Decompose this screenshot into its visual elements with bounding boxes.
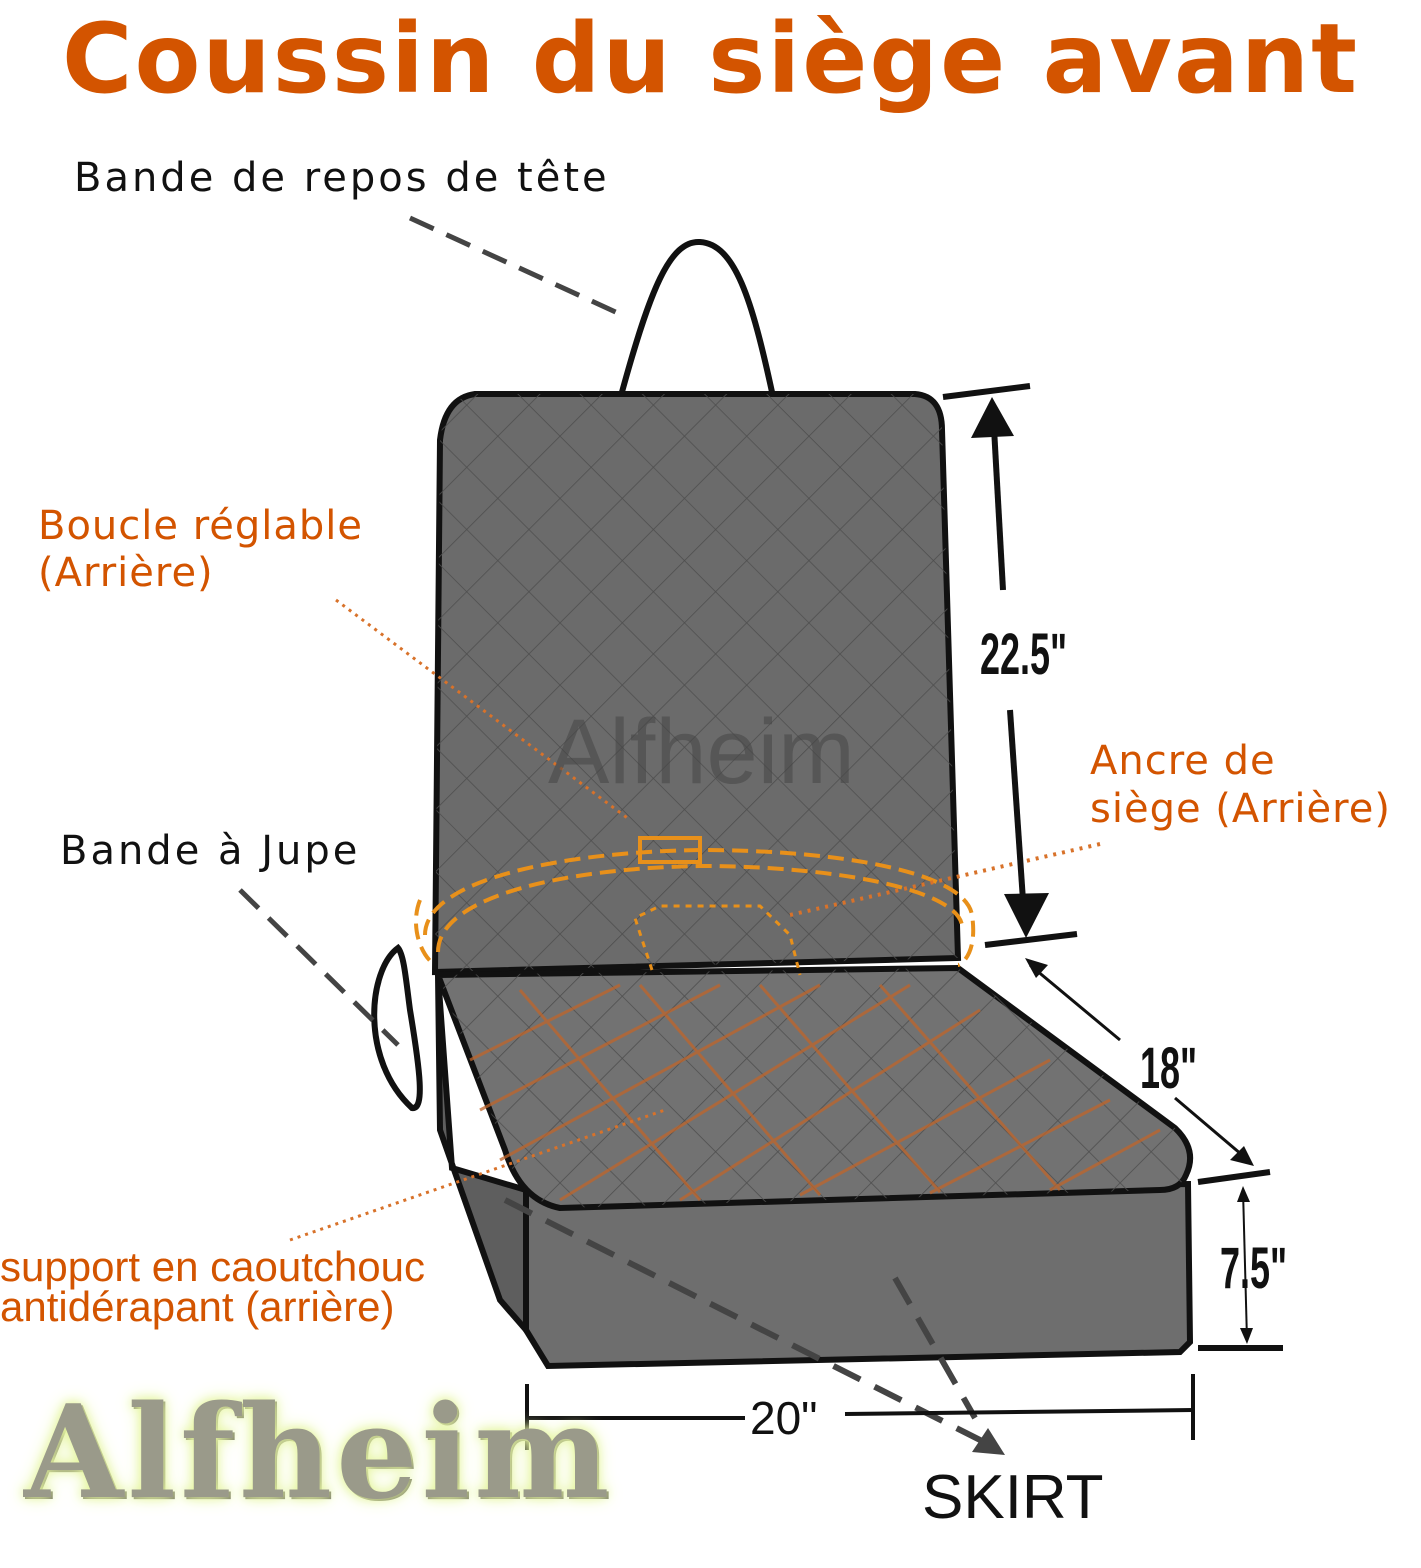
buckle-label-line2: (Arrière): [38, 550, 214, 596]
seat-depth-label: 18": [1140, 1036, 1198, 1101]
seat-anchor-strap: [633, 904, 802, 976]
skirt-height-label: 7.5": [1220, 1236, 1288, 1301]
adjustable-buckle-strap: [414, 847, 976, 967]
width-label: 20": [750, 1392, 818, 1444]
rubber-backing-label-line2: antidérapant (arrière): [0, 1283, 395, 1330]
width-dimension: [525, 1374, 1195, 1450]
seat-side-panel: [435, 974, 529, 1339]
headrest-strap-loop: [619, 238, 775, 393]
headrest-leader-line: [408, 215, 622, 317]
back-height-label: 22.5": [980, 622, 1068, 687]
skirt-strap-loop: [371, 943, 423, 1111]
back-height-dimension: [942, 383, 1078, 948]
buckle-label-line1: Boucle réglable: [38, 503, 363, 549]
seat-depth-dimension: [1025, 958, 1254, 1166]
page-title: Coussin du siège avant: [62, 3, 1359, 115]
skirt-leader-line-2: [892, 1276, 978, 1420]
anchor-label-line1: Ancre de: [1090, 738, 1276, 784]
rubber-leader-line: [289, 1108, 666, 1242]
buckle-leader-line: [335, 598, 631, 822]
brand-logo: Alfheim: [24, 1378, 614, 1528]
anchor-label-line2: siège (Arrière): [1090, 786, 1391, 832]
headrest-strap-label: Bande de repos de tête: [74, 155, 610, 201]
backrest-quilting: [435, 394, 958, 972]
skirt-strap-label: Bande à Jupe: [60, 828, 361, 874]
skirt-label: SKIRT: [922, 1463, 1104, 1532]
buckle-icon: [638, 836, 702, 864]
watermark: Alfheim: [548, 701, 855, 803]
seat-rubber-backing-stripes: [469, 983, 1161, 1202]
skirt-panel: [523, 1180, 1194, 1370]
rubber-backing-label-line1: support en caoutchouc: [0, 1243, 425, 1290]
seat-quilting: [438, 968, 1191, 1208]
skirt-leader-arrowhead: [972, 1428, 1005, 1455]
skirt-strap-leader-line: [238, 888, 400, 1047]
skirt-height-dimension: [1197, 1169, 1283, 1351]
